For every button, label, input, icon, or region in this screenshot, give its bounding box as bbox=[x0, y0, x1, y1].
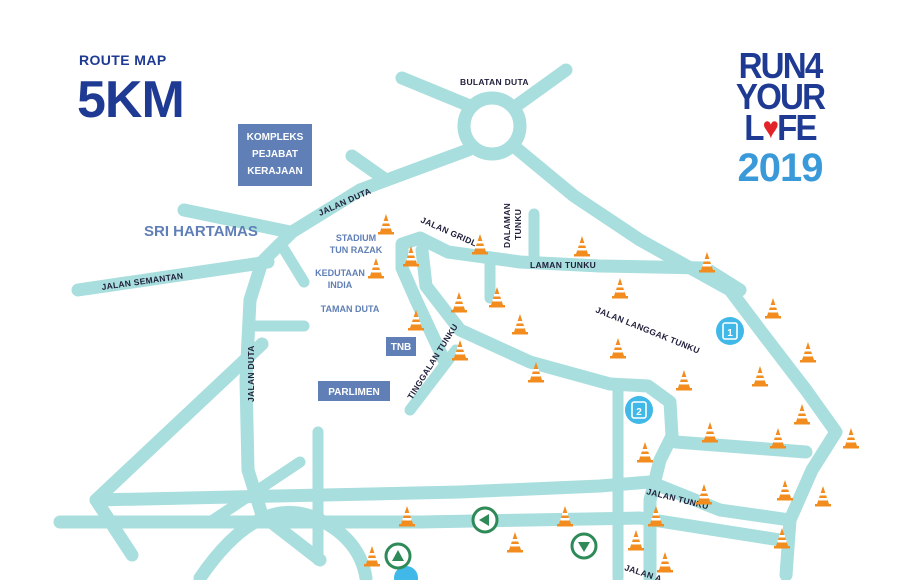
jalan-tunku-horizontal bbox=[89, 475, 797, 527]
traffic-cone-icon bbox=[676, 370, 692, 391]
kompleks-label-3: KERAJAAN bbox=[247, 166, 303, 177]
logo-line-1: RUN4 bbox=[738, 45, 824, 86]
jalan-semantan-road bbox=[71, 255, 275, 297]
road-segment bbox=[177, 203, 297, 239]
logo-line-2: YOUR bbox=[735, 76, 826, 117]
inner-loop-road bbox=[415, 243, 679, 580]
logo-line-3: L♥FE bbox=[744, 107, 817, 148]
kompleks-label-1: KOMPLEKS bbox=[247, 132, 304, 143]
kedutaan-label-1: KEDUTAAN bbox=[315, 268, 365, 278]
road-segment bbox=[509, 63, 573, 113]
cup-icon bbox=[722, 322, 738, 340]
traffic-cone-icon bbox=[815, 486, 831, 507]
traffic-cone-icon bbox=[843, 428, 859, 449]
tinggalan-tunku-road bbox=[404, 344, 462, 416]
parlimen-label: PARLIMEN bbox=[328, 387, 379, 398]
jalan-duta-top-label: JALAN DUTA bbox=[317, 186, 373, 218]
parlimen-box bbox=[318, 381, 390, 401]
dalaman-tunku-label-1: DALAMAN bbox=[502, 203, 512, 248]
jalan-langgak-tunku-label: JALAN LANGGAK TUNKU bbox=[594, 305, 701, 356]
road-segment bbox=[345, 149, 393, 187]
traffic-cone-icon bbox=[770, 428, 786, 449]
stadium-label-1: STADIUM bbox=[336, 233, 376, 243]
route-map-subtitle: ROUTE MAP bbox=[79, 52, 167, 68]
traffic-cone-icon bbox=[507, 532, 523, 553]
roads bbox=[53, 63, 843, 580]
dalaman-tunku-label-2: TUNKU bbox=[513, 209, 523, 240]
road-segment bbox=[193, 505, 373, 580]
jalan-duta-side-label: JALAN DUTA bbox=[246, 345, 256, 402]
traffic-cone-icon bbox=[765, 298, 781, 319]
traffic-cone-icon bbox=[637, 442, 653, 463]
kompleks-box bbox=[238, 124, 312, 186]
tnb-label: TNB bbox=[391, 342, 412, 353]
jalan-tunku-road bbox=[509, 141, 843, 580]
direction-arrow-icon bbox=[471, 506, 499, 534]
bulatan-duta-label: BULATAN DUTA bbox=[460, 77, 529, 87]
logo-year: 2019 bbox=[737, 146, 824, 190]
traffic-cone-icon bbox=[574, 236, 590, 257]
road-segment bbox=[669, 435, 813, 459]
traffic-cone-icon bbox=[512, 314, 528, 335]
traffic-cone-icon bbox=[696, 484, 712, 505]
heart-icon: ♥ bbox=[762, 112, 779, 145]
laman-tunku-label: LAMAN TUNKU bbox=[530, 260, 596, 270]
laman-tunku-road bbox=[395, 231, 747, 367]
traffic-cone-icon bbox=[657, 552, 673, 573]
traffic-cone-icon bbox=[628, 530, 644, 551]
road-segment bbox=[395, 71, 477, 113]
route-distance-title: 5KM bbox=[77, 71, 185, 129]
water-station-1: 1 bbox=[716, 317, 744, 345]
bulatan-duta-roundabout bbox=[457, 91, 527, 161]
traffic-cone-icon bbox=[610, 338, 626, 359]
road-segment bbox=[276, 240, 310, 288]
water-station-2: 2 bbox=[625, 396, 653, 424]
taman-duta-label: TAMAN DUTA bbox=[321, 304, 380, 314]
traffic-cone-icon bbox=[612, 278, 628, 299]
kedutaan-label-2: INDIA bbox=[328, 280, 353, 290]
svg-text:1: 1 bbox=[727, 328, 733, 339]
run4yourlife-logo: RUN4 YOUR L♥FE 2019 bbox=[730, 45, 830, 191]
direction-arrow-icon bbox=[570, 532, 598, 560]
traffic-cone-icon bbox=[451, 292, 467, 313]
traffic-cone-icon bbox=[800, 342, 816, 363]
traffic-cone-icon bbox=[752, 366, 768, 387]
jalan-semantan-label: JALAN SEMANTAN bbox=[101, 271, 184, 292]
traffic-cone-icon bbox=[777, 480, 793, 501]
traffic-cone-icon bbox=[368, 258, 384, 279]
direction-arrow-icon bbox=[384, 542, 412, 570]
bottom-road bbox=[53, 511, 787, 547]
traffic-cone-icon bbox=[794, 404, 810, 425]
traffic-cone-icon bbox=[364, 546, 380, 567]
stadium-label-2: TUN RAZAK bbox=[330, 245, 383, 255]
road-segment bbox=[204, 456, 306, 528]
sri-hartamas-label: SRI HARTAMAS bbox=[144, 223, 258, 240]
traffic-cone-icon bbox=[702, 422, 718, 443]
cup-icon bbox=[631, 401, 647, 419]
tnb-box bbox=[386, 337, 416, 356]
kompleks-label-2: PEJABAT bbox=[252, 149, 298, 160]
traffic-cone-icon bbox=[378, 214, 394, 235]
water-station-partial bbox=[394, 566, 418, 580]
svg-text:2: 2 bbox=[636, 407, 642, 418]
